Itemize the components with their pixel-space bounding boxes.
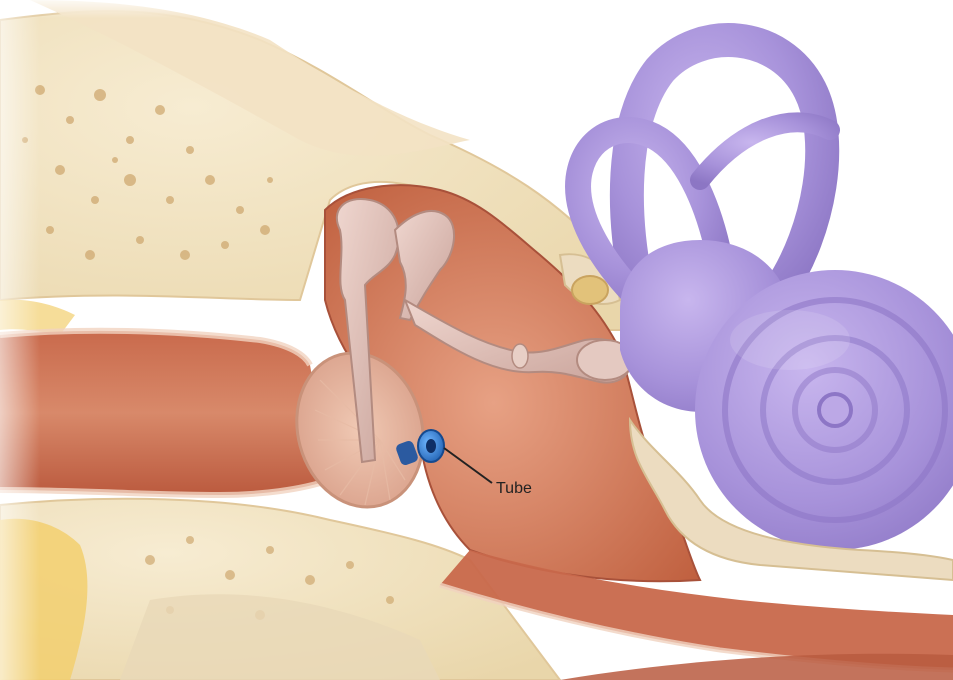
tube-label: Tube (496, 480, 532, 497)
ear-canal (0, 331, 330, 495)
